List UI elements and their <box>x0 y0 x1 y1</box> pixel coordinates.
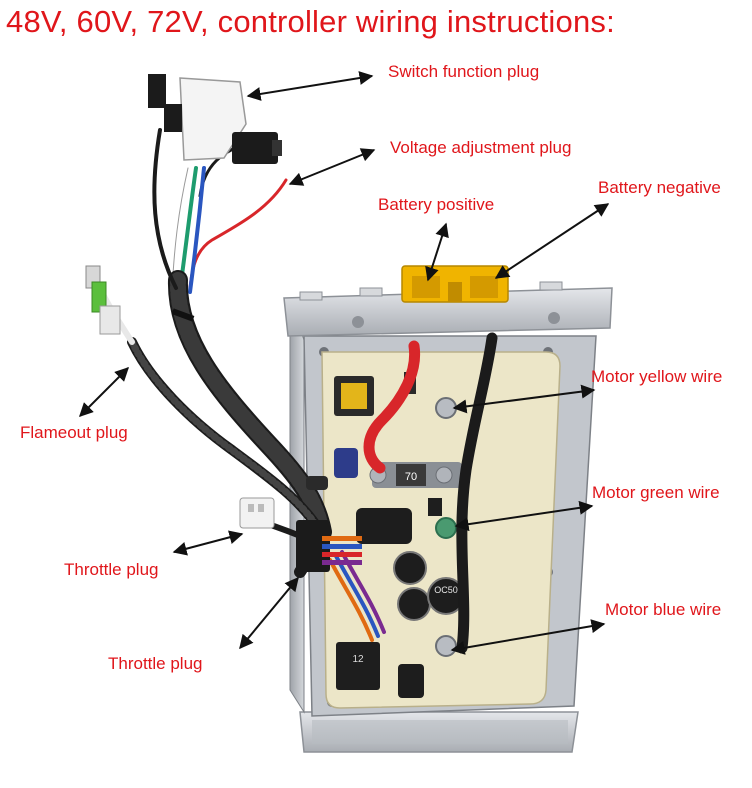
label-battery-positive: Battery positive <box>378 195 495 214</box>
arrow-motor-yellow <box>452 384 596 414</box>
label-motor-yellow-wire: Motor yellow wire <box>591 367 723 386</box>
label-motor-green-wire: Motor green wire <box>592 483 720 502</box>
arrow-switch-function <box>246 71 374 101</box>
label-motor-blue-wire: Motor blue wire <box>605 600 722 619</box>
label-throttle-plug-lower: Throttle plug <box>108 654 203 673</box>
arrow-motor-green <box>454 500 594 532</box>
label-throttle-plug-upper: Throttle plug <box>64 560 159 579</box>
arrow-flameout <box>79 367 129 417</box>
cable-harness <box>93 128 332 578</box>
arrow-battery-negative <box>494 203 610 279</box>
label-voltage-adjustment-plug: Voltage adjustment plug <box>390 138 572 157</box>
arrow-motor-blue <box>450 619 606 655</box>
battery-connector <box>401 265 509 303</box>
circuit-board: OC50 12 70 <box>321 351 561 709</box>
fuse-marking: 70 <box>405 471 417 483</box>
label-switch-function-plug: Switch function plug <box>388 62 540 81</box>
label-flameout-plug: Flameout plug <box>20 423 128 442</box>
arrow-battery-positive <box>425 222 449 282</box>
harness-plugs <box>85 74 362 572</box>
label-battery-negative: Battery negative <box>598 178 721 197</box>
arrow-voltage-adjustment <box>288 148 376 186</box>
capacitor-marking: OC50 <box>434 585 458 595</box>
relay-marking: 12 <box>352 654 364 665</box>
arrow-throttle-upper <box>172 530 244 556</box>
arrow-throttle-lower <box>239 576 299 650</box>
pointer-arrows <box>79 71 610 655</box>
diagram-title: 48V, 60V, 72V, controller wiring instruc… <box>6 4 615 39</box>
